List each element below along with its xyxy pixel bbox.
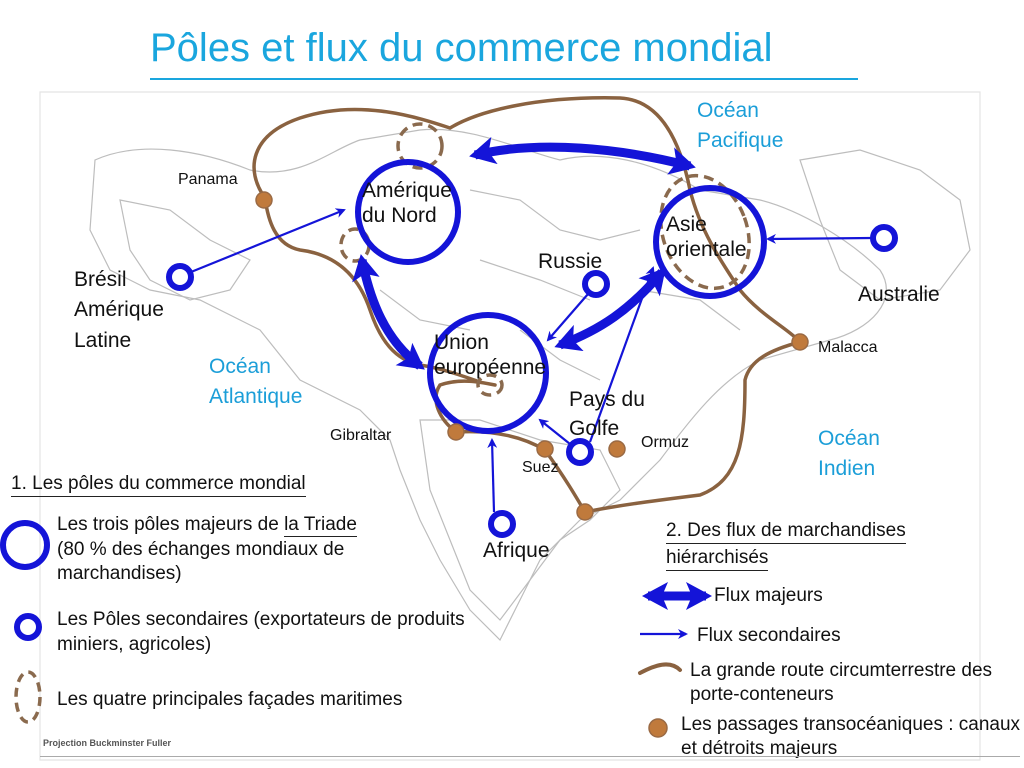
label-afrique: Afrique [483,539,550,562]
major-poles [355,159,767,434]
pole-golfe [566,438,594,466]
label-line: Brésil [74,268,127,291]
passages [255,191,809,521]
label-line: Latine [74,328,132,352]
legend-flows-title-line2: hiérarchisés [666,547,769,571]
label-ocean-atlantique: Océan Atlantique [209,352,302,413]
legend-major-poles-text: Les trois pôles majeurs de la Triade (80… [57,513,437,587]
label-line: Océan [209,355,271,378]
label-line: Atlantique [209,385,303,409]
legend-text-triade: la Triade [284,514,357,537]
label-line: européenne [434,356,547,380]
legend-route-text: La grande route circumterrestre des port… [690,660,993,706]
legend-secondary-pole-icon [14,613,42,641]
secondary-poles [166,224,898,538]
legend-secondary-flows-text: Flux secondaires [697,625,841,646]
passage-malacca [791,333,809,351]
passage-ormuz [608,440,626,458]
label-ocean-indien: Océan Indien [818,424,880,485]
label-line: Indien [818,457,876,481]
label-malacca: Malacca [818,339,878,356]
label-line: orientale [666,238,747,262]
title-underline [150,78,858,80]
label-ormuz: Ormuz [641,434,689,451]
label-bresil: Brésil Amérique Latine [74,265,164,356]
container-route [252,96,802,514]
passage-suez [536,440,554,458]
label-amerique-nord: Amérique du Nord [362,178,452,228]
page-title: Pôles et flux du commerce mondial [150,26,773,70]
projection-note: Projection Buckminster Fuller [43,738,172,748]
label-line: Union [434,331,489,354]
legend-passages-text: Les passages transocéaniques : canaux et… [681,714,1021,760]
label-pays-du-golfe: Pays du Golfe [569,385,645,444]
label-gibraltar: Gibraltar [330,427,392,444]
label-line: Golfe [569,417,620,441]
major-flows [352,136,696,370]
pole-bresil [166,263,194,291]
label-line: Océan [697,99,759,122]
label-line: Amérique [362,179,452,202]
pole-russie [582,270,610,298]
legend-text: (80 % des échanges mondiaux de marchandi… [57,538,345,585]
label-line: Amérique [74,298,164,322]
legend-secondary-poles-text: Les Pôles secondaires (exportateurs de p… [57,609,465,655]
passage-gibraltar [447,423,465,441]
legend-major-pole-icon [0,520,50,570]
footer-rule [40,756,1020,757]
label-suez: Suez [522,459,559,476]
label-australie: Australie [858,283,940,306]
label-line: Pays du [569,388,645,411]
label-line: du Nord [362,204,437,228]
pole-afrique [488,510,516,538]
legend-poles-title: 1. Les pôles du commerce mondial [11,473,306,497]
secondary-flows [190,208,873,513]
label-union-europeenne: Union européenne [434,330,546,380]
label-russie: Russie [538,250,603,273]
passage-bab-el-mandeb [576,503,594,521]
label-asie-orientale: Asie orientale [666,212,747,262]
legend-major-flows-text: Flux majeurs [714,585,823,606]
label-line: Asie [666,213,707,236]
label-line: Océan [818,427,880,450]
label-panama: Panama [178,171,238,188]
pole-asie-orientale [653,185,767,299]
pole-australie [870,224,898,252]
label-ocean-pacifique: Océan Pacifique [697,96,783,157]
label-line: Pacifique [697,129,784,153]
legend-route-icon [638,662,682,675]
legend-passage-icon [648,718,668,738]
legend-facade-icon [14,670,42,724]
legend-flows-title-line1: 2. Des flux de marchandises [666,520,906,544]
pole-union-europeenne [427,312,549,434]
legend-text: Les trois pôles majeurs de [57,514,285,535]
passage-panama [255,191,273,209]
legend-facades-text: Les quatre principales façades maritimes [57,689,403,710]
